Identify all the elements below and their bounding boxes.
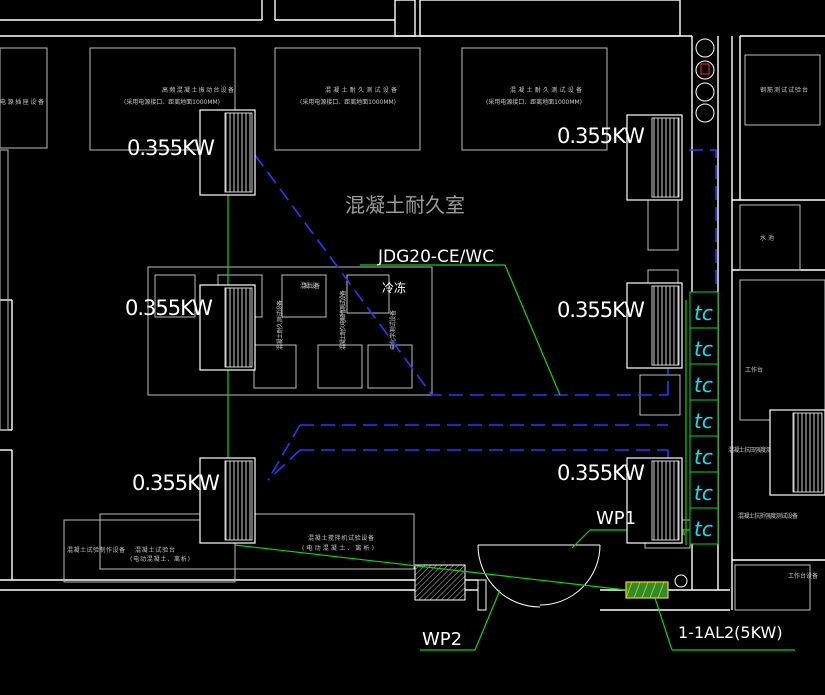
panel-label: 1-1AL2(5KW) — [678, 623, 783, 642]
svg-text:混凝土抗压强度测试设备: 混凝土抗压强度测试设备 — [728, 446, 788, 454]
ac-power-label: 0.355KW — [557, 461, 645, 485]
conduit-label: JDG20-CE/WC — [377, 247, 494, 267]
svg-text:(电动混凝土、离析): (电动混凝土、离析) — [130, 555, 190, 563]
svg-text:高频混凝土振动台设备: 高频混凝土振动台设备 — [162, 86, 234, 94]
svg-text:混凝土耐久测试设备: 混凝土耐久测试设备 — [510, 86, 582, 94]
svg-text:电化学测试设备: 电化学测试设备 — [389, 310, 397, 350]
thermostat-symbol: tc — [694, 301, 713, 325]
svg-text:钢筋测试试验台: 钢筋测试试验台 — [760, 86, 808, 94]
mid-label: 冷冻 — [382, 280, 406, 295]
ac-unit — [199, 109, 825, 544]
distribution-panel — [625, 581, 669, 599]
equipment-blocks — [0, 47, 825, 611]
thermostat-symbol: tc — [694, 517, 713, 541]
svg-text:混凝土试验制作设备: 混凝土试验制作设备 — [67, 546, 125, 554]
ac-power-label: 0.355KW — [557, 298, 645, 322]
svg-text:工作台设备: 工作台设备 — [788, 572, 818, 580]
svg-text:混凝土耐久测试设备: 混凝土耐久测试设备 — [276, 300, 284, 350]
panel-stripes — [625, 581, 665, 599]
column-hatch-left — [477, 579, 487, 611]
svg-text:工作台: 工作台 — [745, 366, 763, 374]
svg-text:(采用电源接口、距离地面1000MM): (采用电源接口、距离地面1000MM) — [486, 98, 582, 106]
ac-power-label: 0.355KW — [125, 296, 213, 320]
thermostat-symbol: tc — [694, 373, 713, 397]
thermostat-symbol: tc — [694, 409, 713, 433]
svg-text:(电动混凝土、离析): (电动混凝土、离析) — [302, 544, 374, 552]
thermostat-symbol: tc — [694, 445, 713, 469]
circuit-label-wp1: WP1 — [596, 508, 636, 529]
svg-text:混凝土耐久电解槽测试设备: 混凝土耐久电解槽测试设备 — [339, 290, 347, 350]
circuit-label-wp2: WP2 — [422, 629, 462, 650]
svg-text:混凝土抗折强度测试设备: 混凝土抗折强度测试设备 — [738, 512, 798, 520]
ac-power-label: 0.355KW — [557, 124, 645, 148]
svg-text:混凝土搅拌机试验设备: 混凝土搅拌机试验设备 — [308, 534, 374, 542]
thermostat-symbol: tc — [694, 337, 713, 361]
svg-text:混凝土试验台: 混凝土试验台 — [135, 546, 175, 554]
ac-power-label: 0.355KW — [127, 136, 215, 160]
svg-text:混凝土设备: 混凝土设备 — [300, 282, 320, 290]
svg-text:水池: 水池 — [760, 234, 774, 242]
ac-power-labels: 0.355KW 0.355KW 0.355KW 0.355KW 0.355KW … — [125, 124, 646, 495]
wiring — [227, 195, 795, 651]
round-fixtures — [674, 38, 715, 588]
thermostat-column: tc tc tc tc tc tc tc — [689, 291, 719, 545]
svg-text:电源插座设备: 电源插座设备 — [0, 98, 44, 106]
ac-power-label: 0.355KW — [132, 471, 220, 495]
room-name: 混凝土耐久室 — [345, 193, 465, 217]
svg-text:混凝土耐久测试设备: 混凝土耐久测试设备 — [325, 86, 397, 94]
thermostat-symbol: tc — [694, 481, 713, 505]
red-marker — [700, 63, 710, 75]
svg-text:(采用电源接口、距离地面1000MM): (采用电源接口、距离地面1000MM) — [300, 98, 396, 106]
svg-text:(采用电源接口、距离地面1000MM): (采用电源接口、距离地面1000MM) — [124, 98, 220, 106]
double-door — [477, 544, 601, 608]
